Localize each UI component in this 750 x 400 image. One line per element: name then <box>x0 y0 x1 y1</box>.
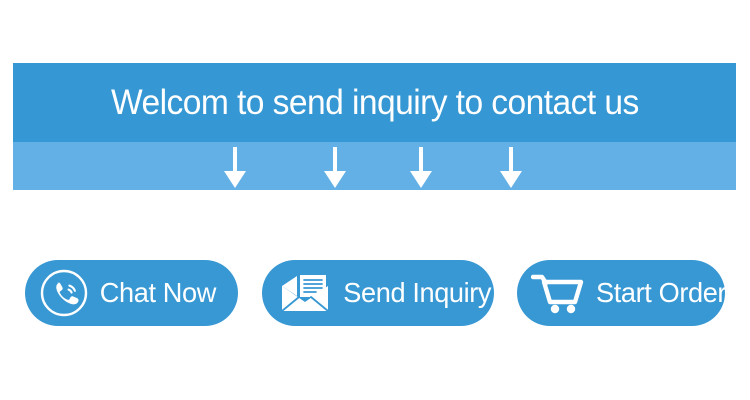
down-arrow-4-icon <box>500 147 522 188</box>
arrow-head <box>410 171 432 188</box>
arrow-head <box>500 171 522 188</box>
start-order-button[interactable]: Start Order <box>517 260 727 326</box>
chat-now-button[interactable]: Chat Now <box>25 260 238 326</box>
banner: Welcom to send inquiry to contact us <box>13 63 736 190</box>
arrow-group <box>13 142 736 190</box>
cta-button-row: Chat Now Send Inquiry <box>0 260 750 326</box>
arrow-shaft <box>333 147 337 173</box>
chat-now-label: Chat Now <box>99 277 217 308</box>
start-order-label: Start Order <box>596 277 727 308</box>
envelope-open-icon <box>278 269 332 317</box>
banner-headline-band: Welcom to send inquiry to contact us <box>13 63 736 142</box>
shopping-cart-icon <box>531 270 585 316</box>
arrow-head <box>324 171 346 188</box>
down-arrow-3-icon <box>410 147 432 188</box>
banner-arrow-band <box>13 142 736 190</box>
arrow-head <box>224 171 246 188</box>
arrow-shaft <box>233 147 237 173</box>
arrow-shaft <box>419 147 423 173</box>
down-arrow-2-icon <box>324 147 346 188</box>
arrow-shaft <box>509 147 513 173</box>
phone-ring-icon <box>39 268 89 318</box>
banner-title: Welcom to send inquiry to contact us <box>110 83 639 122</box>
send-inquiry-label: Send Inquiry <box>343 277 492 308</box>
down-arrow-1-icon <box>224 147 246 188</box>
send-inquiry-button[interactable]: Send Inquiry <box>262 260 494 326</box>
